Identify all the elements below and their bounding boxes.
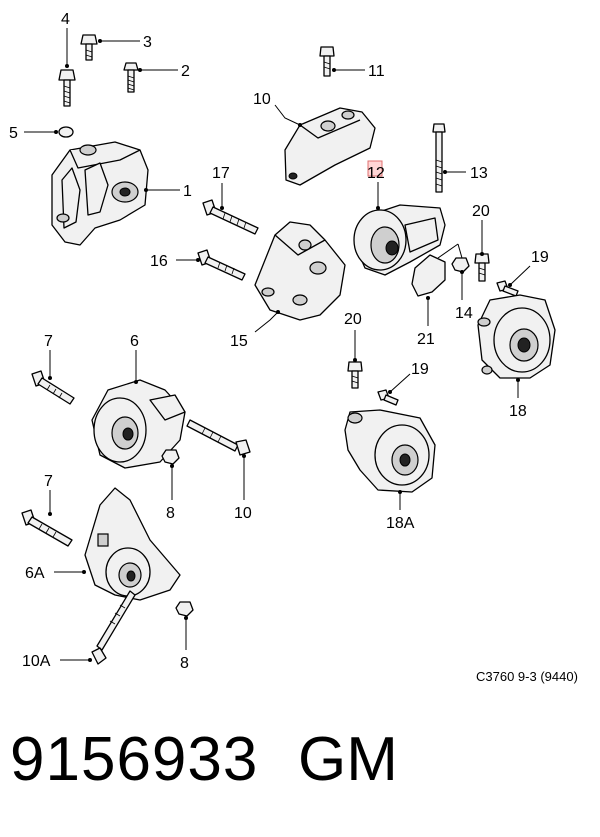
mount-18A bbox=[344, 409, 436, 493]
bolt-20 bbox=[474, 253, 490, 282]
bolt-19-lower bbox=[377, 389, 399, 406]
bracket-10 bbox=[284, 107, 376, 186]
bolt-17 bbox=[202, 199, 259, 235]
callout-20-right: 20 bbox=[472, 203, 490, 220]
callout-18A: 18A bbox=[386, 515, 415, 532]
callout-18: 18 bbox=[509, 403, 527, 420]
bolt-11 bbox=[319, 46, 335, 77]
callout-8-lower: 8 bbox=[180, 655, 189, 672]
callout-13: 13 bbox=[470, 165, 488, 182]
nut-8-upper bbox=[161, 449, 180, 465]
bolt-20-lower bbox=[347, 361, 363, 389]
callout-11: 11 bbox=[368, 63, 385, 80]
bolt-7-upper bbox=[31, 370, 75, 405]
callout-12: 12 bbox=[367, 165, 385, 182]
bolt-4 bbox=[58, 69, 76, 107]
bolt-16 bbox=[197, 249, 246, 281]
callout-7-lower: 7 bbox=[44, 473, 53, 490]
brand-label: GM bbox=[298, 725, 398, 794]
figure-code: C3760 9-3 (9440) bbox=[476, 669, 578, 684]
callout-19-center: 19 bbox=[411, 361, 429, 378]
callout-1: 1 bbox=[183, 183, 192, 200]
callout-6: 6 bbox=[130, 333, 139, 350]
callout-15: 15 bbox=[230, 333, 248, 350]
callout-7-upper: 7 bbox=[44, 333, 53, 350]
bolt-10-upper bbox=[186, 419, 251, 456]
mount-12 bbox=[353, 204, 446, 276]
callout-16: 16 bbox=[150, 253, 168, 270]
callout-20-center: 20 bbox=[344, 311, 362, 328]
callout-19-right: 19 bbox=[531, 249, 549, 266]
callout-10-middle: 10 bbox=[234, 505, 252, 522]
heat-shield-21 bbox=[411, 243, 463, 297]
callout-21: 21 bbox=[417, 331, 435, 348]
bolt-13 bbox=[432, 123, 446, 193]
bolt-7-lower bbox=[21, 509, 73, 547]
nut-14 bbox=[451, 257, 470, 273]
callout-17: 17 bbox=[212, 165, 230, 182]
callout-3: 3 bbox=[143, 34, 152, 51]
washer-5 bbox=[58, 126, 74, 138]
bolt-10A bbox=[91, 590, 136, 665]
callout-6A: 6A bbox=[25, 565, 45, 582]
engine-mount-exploded-diagram: 4 3 2 5 1 11 10 12 13 17 16 15 20 19 14 … bbox=[9, 11, 578, 684]
highlight-box-12 bbox=[367, 160, 383, 177]
nut-8-lower bbox=[175, 601, 194, 617]
bolt-19 bbox=[496, 280, 519, 297]
mount-6 bbox=[91, 379, 186, 469]
callout-8-upper: 8 bbox=[166, 505, 175, 522]
callout-2: 2 bbox=[181, 63, 190, 80]
bracket-15 bbox=[254, 221, 346, 321]
mount-18 bbox=[477, 294, 556, 379]
callout-4: 4 bbox=[61, 11, 70, 28]
callout-5: 5 bbox=[9, 125, 18, 142]
bolt-2 bbox=[123, 62, 139, 93]
bolt-3 bbox=[80, 34, 98, 61]
callouts: 4 3 2 5 1 11 10 12 13 17 16 15 20 19 14 … bbox=[9, 11, 578, 684]
part-number: 9156933 bbox=[10, 725, 259, 794]
callout-10A: 10A bbox=[22, 653, 51, 670]
engine-mount-1 bbox=[51, 141, 149, 246]
callout-10-top: 10 bbox=[253, 91, 271, 108]
mount-6A bbox=[84, 487, 181, 601]
callout-14: 14 bbox=[455, 305, 473, 322]
